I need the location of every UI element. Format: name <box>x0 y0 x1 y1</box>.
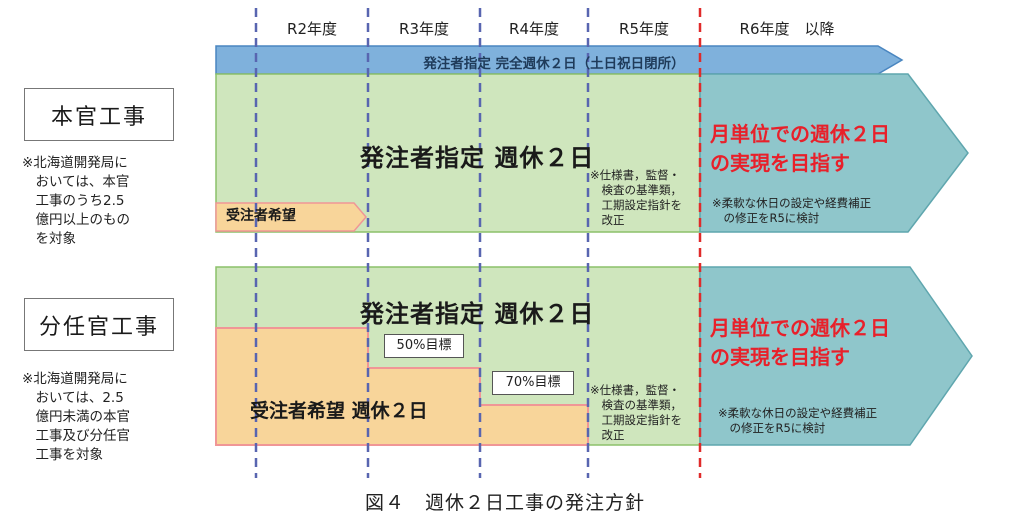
year-r5: R5年度 <box>619 20 669 38</box>
honkan-spec-note: ※仕様書，監督・ 検査の基準類， 工期設定指針を 改正 <box>590 168 682 227</box>
target-70-badge: 70%目標 <box>492 371 574 395</box>
bunnin-goal-note: ※柔軟な休日の設定や経費補正 の修正をR5に検討 <box>718 406 878 435</box>
target-50-badge: 50%目標 <box>384 334 464 358</box>
bunnin-contractor-text: 受注者希望 週休２日 <box>250 400 428 422</box>
figure-caption: 図４ 週休２日工事の発注方針 <box>364 492 645 514</box>
honkan-goal-text: 月単位での週休２日 の実現を目指す <box>710 122 890 175</box>
bunnin-main-text: 発注者指定 週休２日 <box>360 300 595 328</box>
honkan-main-text: 発注者指定 週休２日 <box>360 144 595 172</box>
honkan-contractor-arrow <box>215 202 367 232</box>
year-r6-onward: R6年度 以降 <box>739 20 835 38</box>
year-r4: R4年度 <box>509 20 559 38</box>
year-dividers <box>254 8 590 478</box>
honkan-goal-note: ※柔軟な休日の設定や経費補正 の修正をR5に検討 <box>712 196 872 225</box>
honkan-label: 本官工事 <box>24 88 174 141</box>
strip-label: 発注者指定 完全週休２日（土日祝日閉所） <box>423 56 685 72</box>
bunnin-label: 分任官工事 <box>24 298 174 351</box>
full-closure-strip <box>215 45 904 75</box>
bunnin-note: ※北海道開発局に おいては、2.5 億円未満の本官 工事及び分任官 工事を対象 <box>22 371 130 463</box>
honkan-note: ※北海道開発局に おいては、本官 工事のうち2.5 億円以上のもの を対象 <box>22 155 130 247</box>
year-r2: R2年度 <box>287 20 337 38</box>
bunnin-spec-note: ※仕様書，監督・ 検査の基準類， 工期設定指針を 改正 <box>590 383 682 442</box>
year-r3: R3年度 <box>399 20 449 38</box>
honkan-contractor-text: 受注者希望 <box>226 208 296 224</box>
bunnin-goal-text: 月単位での週休２日 の実現を目指す <box>710 316 890 369</box>
